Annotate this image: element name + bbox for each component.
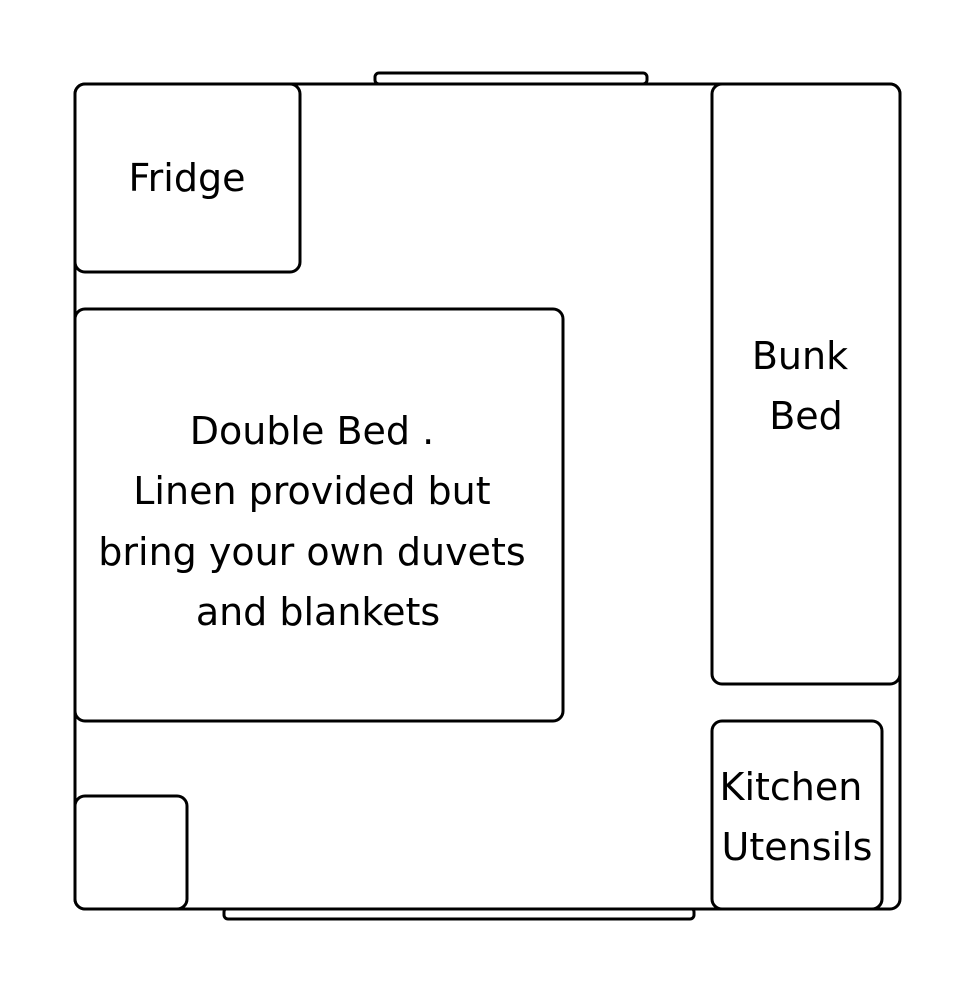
double-bed-label-line: Double Bed . (190, 409, 434, 453)
double-bed-box (73, 307, 565, 723)
fridge-label: Fridge (129, 156, 246, 200)
top-window (373, 71, 649, 86)
bunk-bed-label: Bunk Bed (752, 334, 860, 438)
bunk-bed-label-line: Bunk (752, 334, 848, 378)
kitchen-utensils-label-line: Kitchen (720, 765, 863, 809)
kitchen-utensils-label: Kitchen Utensils (720, 765, 875, 869)
fridge-label-line: Fridge (129, 156, 246, 200)
double-bed-label-line: and blankets (196, 590, 440, 634)
kitchen-utensils-box (710, 719, 884, 911)
small-cabinet-box (73, 794, 189, 911)
double-bed-label: Double Bed . Linen provided but bring yo… (98, 409, 537, 634)
double-bed-label-line: bring your own duvets (98, 530, 525, 574)
double-bed-label-line: Linen provided but (133, 469, 490, 513)
kitchen-utensils-label-line: Utensils (722, 825, 873, 869)
bunk-bed-label-line: Bed (769, 394, 843, 438)
bunk-bed-box (710, 82, 902, 686)
fridge-box (73, 82, 302, 274)
